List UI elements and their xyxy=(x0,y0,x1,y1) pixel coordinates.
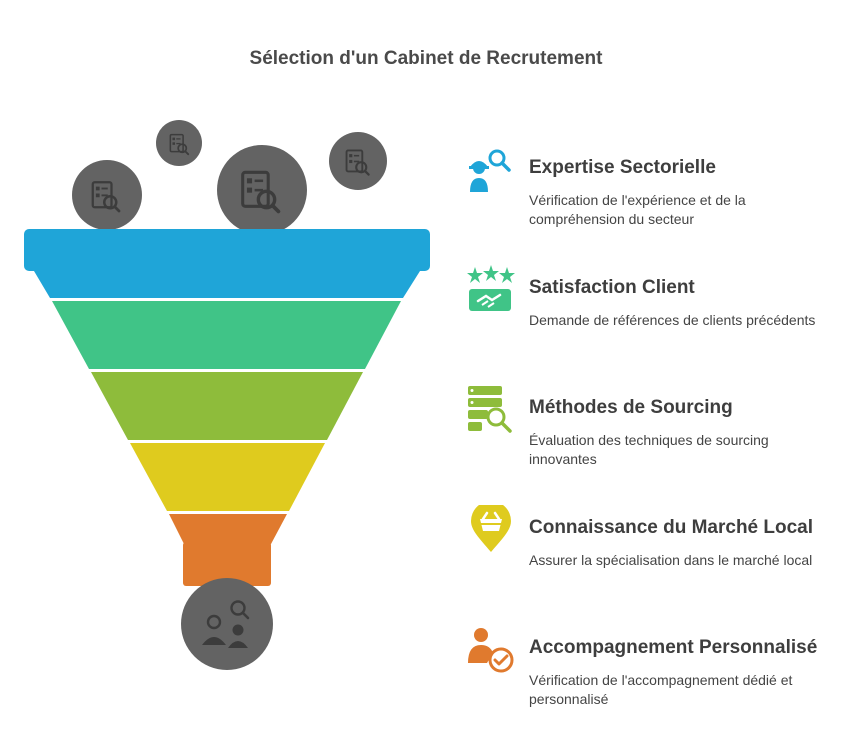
worker-search-icon xyxy=(469,149,511,192)
item-heading: Expertise Sectorielle xyxy=(529,157,716,178)
circle-doc-right xyxy=(329,132,387,190)
item-heading: Satisfaction Client xyxy=(529,277,695,298)
bottom-circle xyxy=(181,578,273,670)
item-heading: Accompagnement Personnalisé xyxy=(529,637,818,658)
funnel-layer-blue xyxy=(24,229,430,271)
stars-handshake-icon xyxy=(467,265,515,311)
item-description: Assurer la spécialisation dans le marché… xyxy=(529,552,813,568)
funnel-layer-yellow xyxy=(130,443,325,511)
item-description: Demande de références de clients précéde… xyxy=(529,312,816,328)
market-pin-icon xyxy=(471,505,511,552)
person-check-icon xyxy=(468,628,514,673)
circle-doc-left xyxy=(72,160,142,230)
item-description: Vérification de l'accompagnement dédié e… xyxy=(529,672,793,707)
circle-doc-center xyxy=(217,145,307,235)
funnel-layer-olive xyxy=(91,372,363,440)
item-description: Évaluation des techniques de sourcing in… xyxy=(529,432,769,467)
page-title: Sélection d'un Cabinet de Recrutement xyxy=(249,48,603,69)
item-heading: Connaissance du Marché Local xyxy=(529,517,814,538)
funnel-layer-orange-top xyxy=(169,514,287,544)
people-search-icon xyxy=(202,600,250,648)
funnel-layer-blue-lower xyxy=(34,271,420,298)
funnel-layer-orange-spout xyxy=(183,542,271,586)
server-search-icon xyxy=(468,386,512,433)
item-heading: Méthodes de Sourcing xyxy=(529,397,733,418)
item-description: Vérification de l'expérience et de la co… xyxy=(529,192,746,227)
circle-doc-small xyxy=(156,120,202,166)
funnel-layer-green xyxy=(52,301,401,369)
